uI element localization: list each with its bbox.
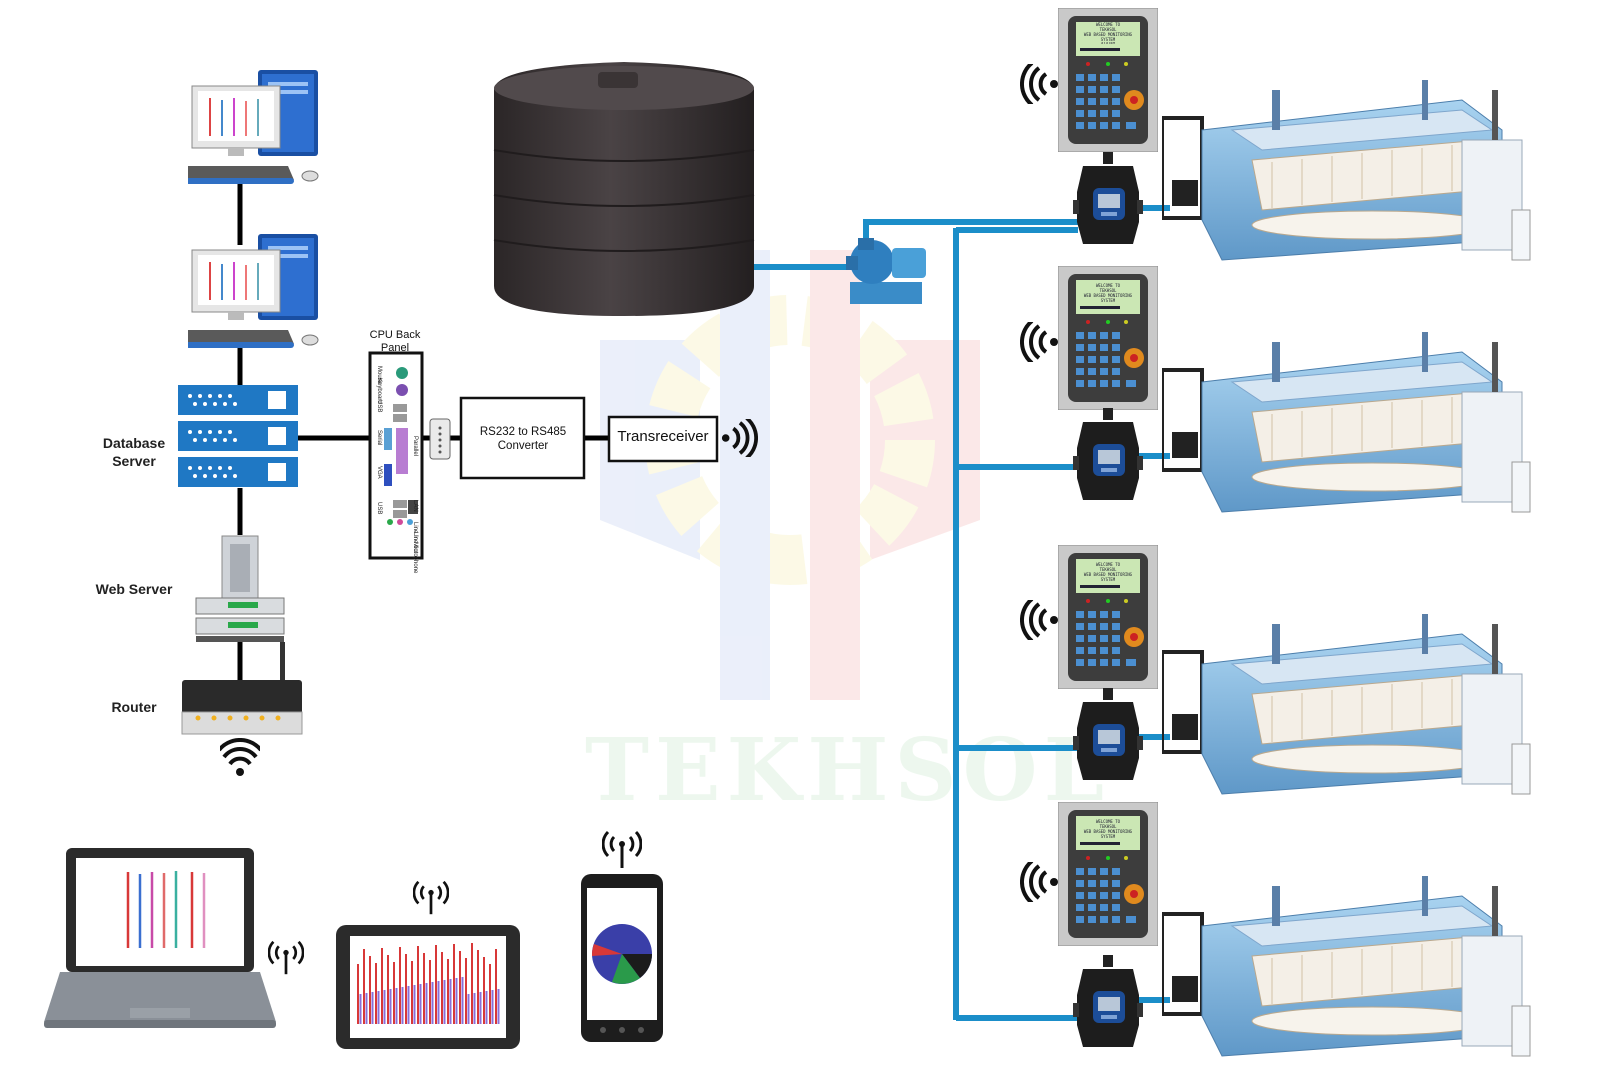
cpu-port-label: LAN <box>412 500 418 512</box>
transreceiver-label: Transreceiver <box>617 428 709 445</box>
router-label: Router <box>111 699 157 715</box>
flow-meter-icon <box>1073 408 1143 500</box>
loom-machine-icon <box>1162 330 1532 514</box>
wifi-icon <box>268 940 304 976</box>
cpu-port-label: USB <box>376 502 382 515</box>
web-server-icon <box>195 535 285 642</box>
wifi-icon <box>1020 64 1060 104</box>
wifi-icon <box>1020 322 1060 362</box>
cpu-port-label: Microphone <box>412 542 418 574</box>
tablet-icon <box>336 925 520 1049</box>
converter-box <box>459 396 586 480</box>
pump-icon <box>846 238 926 304</box>
db9-connector-icon <box>429 418 451 460</box>
laptop-icon <box>44 848 276 1028</box>
wifi-icon <box>1020 862 1060 902</box>
cpu-port-label: VGA <box>376 466 382 479</box>
watermark-logo <box>600 250 980 700</box>
web-server-label: Web Server <box>95 581 173 597</box>
watermark-text: TEKHSOL <box>585 720 1110 821</box>
flow-meter-icon <box>1073 955 1143 1047</box>
wifi-icon <box>413 880 449 916</box>
water-tank-icon <box>493 62 755 316</box>
smartphone-icon <box>581 874 663 1042</box>
water-pipes <box>754 205 1170 1021</box>
controller-panel-icon <box>1058 266 1158 410</box>
converter-label: RS232 to RS485 Converter <box>479 426 567 452</box>
machine-row-3 <box>1020 545 1532 796</box>
cpu-back-panel <box>368 351 424 560</box>
desktop-computer-icon <box>188 69 319 185</box>
wifi-icon <box>220 738 260 778</box>
machine-row-1 <box>1020 8 1532 262</box>
flow-meter-icon <box>1073 152 1143 244</box>
loom-machine-icon <box>1162 78 1532 262</box>
router-icon <box>181 642 303 735</box>
transreceiver-box <box>607 415 719 463</box>
cpu-port-label: USB <box>376 400 382 413</box>
lcd-welcome-text: WELCOME TO TEKHSOL WEB BASED MONITORING … <box>1076 22 1140 42</box>
cpu-back-panel-label: CPU Back Panel <box>369 329 421 354</box>
machine-row-2 <box>1020 266 1532 514</box>
flow-meter-icon <box>1073 688 1143 780</box>
cpu-port-label: Serial <box>376 430 382 446</box>
loom-machine-icon <box>1162 874 1532 1058</box>
wifi-icon <box>1020 600 1060 640</box>
cpu-port-label: Parallel <box>412 436 418 457</box>
database-server-label: Database Server <box>102 435 166 469</box>
wifi-icon <box>602 830 642 870</box>
network-links <box>237 180 610 680</box>
controller-panel-icon <box>1058 545 1158 689</box>
controller-panel-icon <box>1058 802 1158 946</box>
desktop-computer-icon <box>188 233 319 349</box>
server-rack-icon <box>178 385 298 487</box>
machine-row-4 <box>1020 802 1532 1058</box>
loom-machine-icon <box>1162 612 1532 796</box>
